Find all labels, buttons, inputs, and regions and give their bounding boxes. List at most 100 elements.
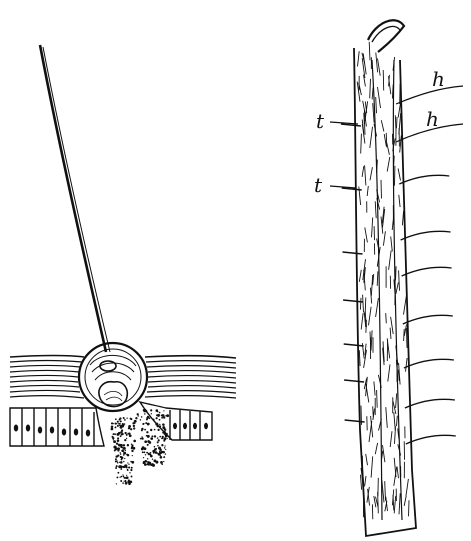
fine-hair [396, 282, 399, 294]
stipple-dot [117, 425, 119, 427]
long-sensory-hair [406, 435, 456, 444]
fine-hair [390, 328, 391, 339]
stipple-dot [132, 455, 133, 456]
fine-hair [399, 113, 401, 134]
stipple-dot [164, 447, 166, 449]
stipple-dot [113, 439, 114, 440]
stipple-dot [146, 435, 148, 437]
fine-hair [377, 271, 378, 285]
stipple-dot [131, 467, 133, 469]
stipple-dot [116, 433, 119, 436]
fine-hair [361, 313, 363, 329]
fine-hair [362, 166, 364, 177]
stipple-dot [157, 429, 159, 431]
fine-hair [372, 88, 373, 100]
stipple-dot [159, 412, 161, 414]
long-sensory-hair [402, 267, 452, 276]
fine-hair [394, 412, 396, 430]
fine-hair [369, 307, 372, 326]
stipple-dot [157, 414, 160, 417]
fine-hair [365, 298, 366, 315]
label-t-lower: t [314, 173, 323, 197]
stipple-dot [157, 441, 159, 443]
stipple-dot [145, 422, 147, 424]
stipple-dot [128, 464, 129, 465]
fine-hair [385, 481, 386, 501]
stipple-dot [141, 448, 144, 451]
stipple-dot [148, 453, 150, 455]
label-h-upper: h [432, 67, 445, 91]
long-sensory-hair [405, 399, 455, 408]
fine-hair [402, 211, 403, 226]
stipple-dot [160, 456, 163, 459]
stipple-dot [167, 438, 168, 439]
stippled-gland-right [137, 409, 170, 467]
fine-hair [404, 296, 407, 315]
bristle-shaft [40, 45, 106, 352]
fine-hair [391, 237, 393, 252]
stipple-dot [129, 472, 130, 473]
fine-hair [381, 120, 384, 131]
stipple-dot [112, 423, 114, 425]
stipple-dot [115, 467, 117, 469]
fine-hair [357, 82, 360, 102]
stipple-dot [153, 460, 156, 463]
stipple-dot [113, 433, 115, 435]
stipple-dot [128, 466, 130, 468]
stipple-dot [111, 436, 113, 438]
stipple-dot [120, 456, 122, 458]
fine-hair [394, 496, 396, 513]
fine-hair [378, 87, 381, 108]
stipple-dot [141, 416, 143, 418]
stipple-dot [120, 468, 122, 470]
fine-hair [406, 358, 408, 372]
antenna-segment-figure [330, 20, 463, 536]
stipple-dot [123, 452, 126, 455]
fine-hair [359, 270, 361, 282]
stipple-dot [115, 427, 117, 429]
stipple-dot [116, 460, 118, 462]
stipple-dot [127, 469, 129, 471]
stipple-dot [126, 438, 127, 439]
fine-hair [371, 456, 373, 477]
fine-hair [358, 51, 360, 66]
stipple-dot [128, 425, 131, 428]
stipple-dot [121, 433, 123, 435]
stipple-dot [166, 433, 168, 435]
stipple-dot [127, 462, 128, 463]
fine-hair [363, 295, 364, 313]
stipple-dot [164, 445, 165, 446]
stipple-dot [131, 461, 134, 464]
fine-hair [375, 443, 377, 454]
stipple-dot [124, 419, 126, 421]
stipple-dot [150, 409, 152, 411]
fine-hair [366, 384, 369, 403]
stipple-dot [164, 428, 167, 431]
stipple-dot [124, 439, 126, 441]
fine-hair [396, 266, 397, 280]
stipple-dot [157, 445, 159, 447]
stipple-dot [120, 453, 121, 454]
stippled-gland-left [111, 417, 138, 485]
fine-hair [388, 364, 390, 381]
stipple-dot [120, 465, 121, 466]
stipple-dot [156, 452, 158, 454]
stipple-dot [148, 441, 149, 442]
stipple-dot [120, 444, 123, 447]
fine-hair [383, 231, 385, 245]
stipple-dot [128, 433, 130, 435]
stipple-dot [158, 447, 161, 450]
fine-hair [373, 406, 374, 417]
stipple-dot [147, 423, 150, 426]
stipple-dot [125, 480, 126, 481]
stipple-dot [156, 448, 157, 449]
fine-hair [391, 317, 394, 334]
stipple-dot [142, 451, 144, 453]
long-sensory-hair [403, 315, 453, 324]
fine-hair [390, 431, 392, 447]
stipple-dot [143, 457, 144, 458]
hair-socket-figure [10, 45, 236, 485]
fine-hair [365, 165, 366, 185]
fine-hair [371, 330, 372, 349]
fine-hair [366, 454, 368, 465]
